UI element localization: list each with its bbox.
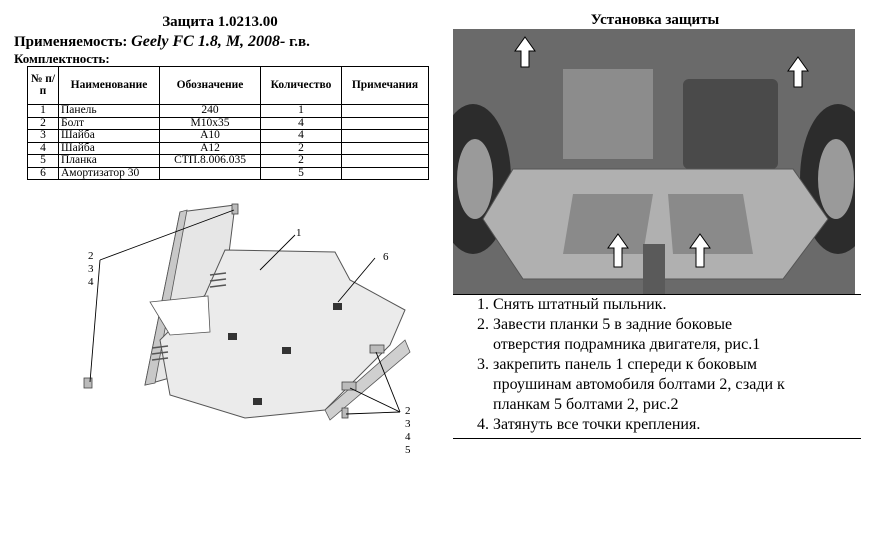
col-qty: Количество — [260, 66, 342, 105]
parts-table-header: № п/п Наименование Обозначение Количеств… — [27, 66, 429, 105]
callout-1-panel: 1 — [296, 227, 302, 239]
callout-6-damper: 6 — [383, 251, 389, 263]
callout-4-bottom: 4 — [405, 431, 411, 443]
step-3-line-1: 3. закрепить панель 1 спереди к боковым — [477, 356, 757, 373]
applicability-suffix: г.в. — [289, 34, 310, 50]
arrow-icon — [514, 36, 809, 268]
table-row: 6 Амортизатор 30 5 — [27, 166, 429, 180]
divider-top — [453, 294, 861, 295]
cell-num: 2 — [27, 116, 59, 130]
gearbox — [563, 69, 653, 159]
fasteners — [83, 203, 385, 419]
cell-qty: 2 — [260, 141, 342, 155]
cell-qty: 2 — [260, 154, 342, 168]
table-row: 3 Шайба A10 4 — [27, 129, 429, 143]
step-1-line-1: 1. Снять штатный пыльник. — [477, 296, 667, 313]
callout-5-bottom: 5 — [405, 444, 411, 456]
right-rim — [818, 139, 854, 219]
damper-mounts — [228, 303, 342, 405]
col-code: Обозначение — [159, 66, 261, 105]
step-4-line-1: 4. Затянуть все точки крепления. — [477, 416, 701, 433]
panel-cutout — [149, 295, 211, 336]
cell-qty: 5 — [260, 166, 342, 180]
applicability-model: Geely FC 1.8, M, 2008- — [131, 33, 286, 50]
subframe-recess-right — [668, 194, 753, 254]
cell-note — [341, 154, 429, 168]
cell-num: 4 — [27, 141, 59, 155]
col-note: Примечания — [341, 66, 429, 105]
subframe-recess-left — [563, 194, 653, 254]
divider-bottom — [453, 438, 861, 439]
cell-note — [341, 141, 429, 155]
assembly-drawing — [83, 203, 411, 421]
cell-code: M10x35 — [159, 116, 261, 130]
cell-code: 240 — [159, 104, 261, 118]
col-number: № п/п — [27, 66, 59, 105]
cell-code: СТП.8.006.035 — [159, 154, 261, 168]
cell-name: Панель — [58, 104, 160, 118]
cell-name: Планка — [58, 154, 160, 168]
cell-note — [341, 166, 429, 180]
cell-note — [341, 104, 429, 118]
cell-code — [159, 166, 261, 180]
kit-label: Комплектность: — [14, 51, 110, 66]
skid-plate-side — [324, 339, 411, 421]
callout-3-left: 3 — [88, 263, 94, 275]
applicability-line: Применяемость: Geely FC 1.8, M, 2008- г.… — [14, 33, 310, 51]
step-2-line-2: отверстия подрамника двигателя, рис.1 — [493, 336, 761, 353]
table-row: 5 Планка СТП.8.006.035 2 — [27, 154, 429, 168]
step-3-line-3: планкам 5 болтами 2, рис.2 — [493, 396, 679, 413]
bracket-strip-edge — [144, 209, 188, 386]
table-row: 2 Болт M10x35 4 — [27, 116, 429, 130]
cell-num: 1 — [27, 104, 59, 118]
left-rim — [457, 139, 493, 219]
callout-4-left: 4 — [88, 276, 94, 288]
exhaust-pipe — [643, 244, 665, 294]
cell-note — [341, 129, 429, 143]
leader-lines — [89, 209, 401, 415]
cell-qty: 1 — [260, 104, 342, 118]
cell-name: Болт — [58, 116, 160, 130]
undercarriage-photo — [453, 29, 855, 294]
cell-qty: 4 — [260, 129, 342, 143]
table-row: 4 Шайба A12 2 — [27, 141, 429, 155]
cell-code: A10 — [159, 129, 261, 143]
oil-pan — [683, 79, 778, 169]
cell-name: Амортизатор 30 — [58, 166, 160, 180]
step-3-line-2: проушинам автомобиля болтами 2, сзади к — [493, 376, 785, 393]
cell-num: 3 — [27, 129, 59, 143]
callout-3-bottom: 3 — [405, 418, 411, 430]
install-steps: 1. Снять штатный пыльник. 2. Завести пла… — [453, 295, 863, 435]
parts-table: № п/п Наименование Обозначение Количеств… — [27, 66, 429, 180]
cell-name: Шайба — [58, 129, 160, 143]
document-title: Защита 1.0213.00 — [162, 14, 278, 30]
cell-num: 5 — [27, 154, 59, 168]
applicability-label: Применяемость: — [14, 34, 128, 50]
cell-note — [341, 116, 429, 130]
cell-qty: 4 — [260, 116, 342, 130]
step-2-line-1: 2. Завести планки 5 в задние боковые — [477, 316, 733, 333]
callout-2-bottom: 2 — [405, 405, 411, 417]
cell-num: 6 — [27, 166, 59, 180]
cell-name: Шайба — [58, 141, 160, 155]
vent-slots — [151, 272, 227, 361]
col-name: Наименование — [58, 66, 160, 105]
cell-code: A12 — [159, 141, 261, 155]
install-title: Установка защиты — [590, 12, 720, 28]
table-row: 1 Панель 240 1 — [27, 104, 429, 118]
callout-2-left: 2 — [88, 250, 94, 262]
